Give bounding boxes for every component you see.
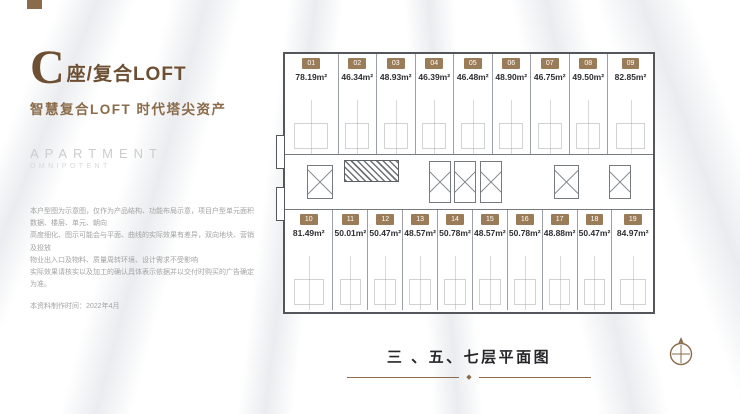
- unit-area: 50.47m²: [369, 228, 402, 238]
- divider-line: [478, 377, 591, 378]
- unit-cell: 08 49.50m²: [570, 54, 608, 154]
- unit-area: 82.85m²: [614, 72, 647, 82]
- unit-cell: 04 46.39m²: [416, 54, 454, 154]
- stairwell-icon: [608, 164, 631, 200]
- unit-number-badge: 17: [550, 214, 569, 225]
- shaft-hatch-icon: [343, 160, 400, 182]
- unit-cell: 14 50.78m²: [438, 210, 473, 310]
- unit-area: 50.01m²: [334, 228, 367, 238]
- unit-cell: 19 84.97m²: [612, 210, 653, 310]
- corner-accent-square: [27, 0, 42, 9]
- unit-cell: 05 46.48m²: [454, 54, 493, 154]
- unit-number-badge: 16: [515, 214, 534, 225]
- unit-number-badge: 10: [299, 214, 318, 225]
- unit-cell: 06 48.90m²: [493, 54, 531, 154]
- unit-number-badge: 04: [425, 58, 444, 69]
- floor-plan: 01 78.19m² 02 46.34m² 03 48.93m² 04 46.3…: [276, 52, 655, 314]
- plan-caption: 三 、五、七层平面图 ◆: [283, 346, 655, 381]
- unit-area: 48.93m²: [379, 72, 412, 82]
- caption-title: 三 、五、七层平面图: [386, 349, 552, 366]
- left-wall-protrusion: [276, 187, 285, 221]
- elevator-icon: [428, 161, 451, 203]
- unit-number-badge: 12: [376, 214, 395, 225]
- unit-cell: 11 50.01m²: [333, 210, 369, 310]
- unit-cell: 17 48.88m²: [543, 210, 578, 310]
- compass-icon: [668, 337, 694, 372]
- unit-area: 48.90m²: [495, 72, 528, 82]
- unit-area: 48.57m²: [474, 228, 506, 238]
- unit-number-badge: 11: [341, 214, 359, 225]
- watermark-secondary: OMNIPOTENT: [30, 162, 111, 170]
- page-title: C 座/复合LOFT: [30, 41, 268, 94]
- unit-area: 50.78m²: [508, 228, 541, 238]
- caption-divider: ◆: [283, 374, 655, 381]
- top-unit-row: 01 78.19m² 02 46.34m² 03 48.93m² 04 46.3…: [285, 54, 653, 155]
- disclaimer-line: 实际效果请核实以及加工的确认具体表示依据并以交付时购买的广告确定为准。: [30, 269, 254, 289]
- unit-cell: 03 48.93m²: [377, 54, 416, 154]
- unit-area: 46.39m²: [418, 72, 451, 82]
- unit-area: 48.88m²: [543, 228, 576, 238]
- elevator-icon: [480, 161, 503, 203]
- unit-cell: 13 48.57m²: [403, 210, 439, 310]
- unit-cell: 10 81.49m²: [285, 210, 334, 310]
- unit-number-badge: 15: [480, 214, 499, 225]
- watermark-primary: APARTMENT: [30, 145, 163, 161]
- disclaimer-line: 高度细化、图示可能会与平面、曲线的实际效果有差异，双向地块、营销及投放: [30, 232, 254, 252]
- unit-cell: 12 50.47m²: [368, 210, 404, 310]
- disclaimer-date: 本资料制作时间：2022年4月: [30, 302, 120, 310]
- unit-area: 46.48m²: [456, 72, 489, 82]
- unit-area: 50.47m²: [578, 228, 611, 238]
- divider-line: [347, 377, 460, 378]
- unit-cell: 01 78.19m²: [285, 54, 339, 154]
- unit-number-badge: 06: [502, 58, 521, 69]
- disclaimer-line: 物业出入口及物料、质量周转环境、设计需求不受影响: [30, 256, 198, 264]
- unit-cell: 16 50.78m²: [508, 210, 543, 310]
- bottom-unit-row: 10 81.49m² 11 50.01m² 12 50.47m² 13 48.5…: [285, 209, 653, 310]
- disclaimer-text: 本户型图为示意图，仅作为产品结构、功能布局示意，项目户型单元面积数据、楼层、单元…: [30, 206, 255, 292]
- corridor-core: [276, 135, 653, 221]
- unit-number-badge: 19: [623, 214, 642, 225]
- unit-cell: 15 48.57m²: [473, 210, 508, 310]
- unit-number-badge: 18: [585, 214, 604, 225]
- watermark: APARTMENT OMNIPOTENT: [30, 146, 268, 170]
- unit-area: 81.49m²: [292, 228, 325, 238]
- unit-number-badge: 03: [386, 58, 405, 69]
- unit-cell: 02 46.34m²: [339, 54, 377, 154]
- unit-number-badge: 07: [540, 58, 559, 69]
- subtitle: 智慧复合LOFT 时代塔尖资产: [30, 101, 227, 117]
- unit-number-badge: 02: [348, 58, 367, 69]
- building-letter: C: [30, 41, 65, 94]
- unit-area: 50.78m²: [439, 228, 471, 238]
- left-wall-protrusion: [276, 135, 285, 169]
- stairwell-icon: [307, 164, 333, 200]
- unit-area: 49.50m²: [572, 72, 605, 82]
- elevator-icon: [454, 161, 477, 203]
- title-suffix: 座/复合LOFT: [66, 63, 187, 85]
- left-panel: C 座/复合LOFT 智慧复合LOFT 时代塔尖资产 APARTMENT OMN…: [30, 41, 268, 311]
- diamond-icon: ◆: [466, 374, 472, 381]
- unit-number-badge: 14: [446, 214, 464, 225]
- stairwell-icon: [553, 164, 580, 200]
- unit-area: 84.97m²: [616, 228, 649, 238]
- unit-number-badge: 08: [579, 58, 598, 69]
- disclaimer-line: 本户型图为示意图，仅作为产品结构、功能布局示意，项目户型单元面积数据、楼层、单元…: [30, 207, 254, 228]
- unit-cell: 09 82.85m²: [608, 54, 653, 154]
- unit-cell: 18 50.47m²: [578, 210, 613, 310]
- unit-number-badge: 01: [302, 58, 321, 69]
- unit-area: 48.57m²: [404, 228, 436, 238]
- unit-number-badge: 13: [411, 214, 429, 225]
- unit-area: 78.19m²: [295, 72, 328, 82]
- unit-number-badge: 05: [463, 58, 482, 69]
- unit-number-badge: 09: [621, 58, 640, 69]
- unit-area: 46.75m²: [533, 72, 566, 82]
- unit-cell: 07 46.75m²: [531, 54, 570, 154]
- unit-area: 46.34m²: [341, 72, 374, 82]
